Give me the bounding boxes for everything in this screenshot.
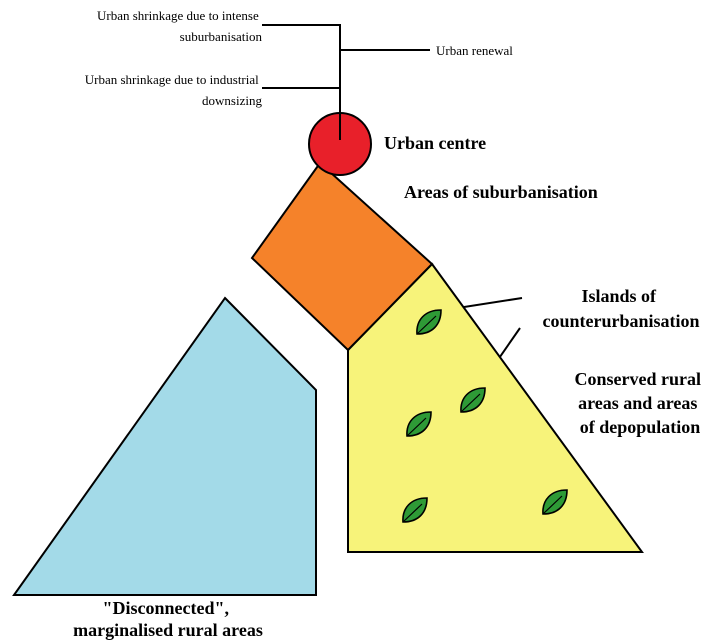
label-islands-of-counterurbanisation: Islands of counterurbanisation: [542, 286, 699, 331]
label-areas-of-suburbanisation: Areas of suburbanisation: [404, 182, 598, 202]
label-urban-centre: Urban centre: [384, 133, 486, 153]
suburbanisation-area: [250, 161, 434, 352]
label-conserved-rural: Conserved rural areas and areas of depop…: [575, 369, 706, 437]
label-urban-shrinkage-suburbanisation: Urban shrinkage due to intense suburbani…: [97, 8, 262, 44]
label-urban-shrinkage-industrial: Urban shrinkage due to industrial downsi…: [85, 72, 263, 108]
leader-suburbanisation: [262, 24, 341, 50]
disconnected-rural-area: [12, 296, 317, 596]
label-disconnected-rural: "Disconnected", marginalised rural areas: [73, 598, 263, 640]
leader-industrial: [262, 50, 341, 89]
label-urban-renewal: Urban renewal: [436, 43, 513, 58]
